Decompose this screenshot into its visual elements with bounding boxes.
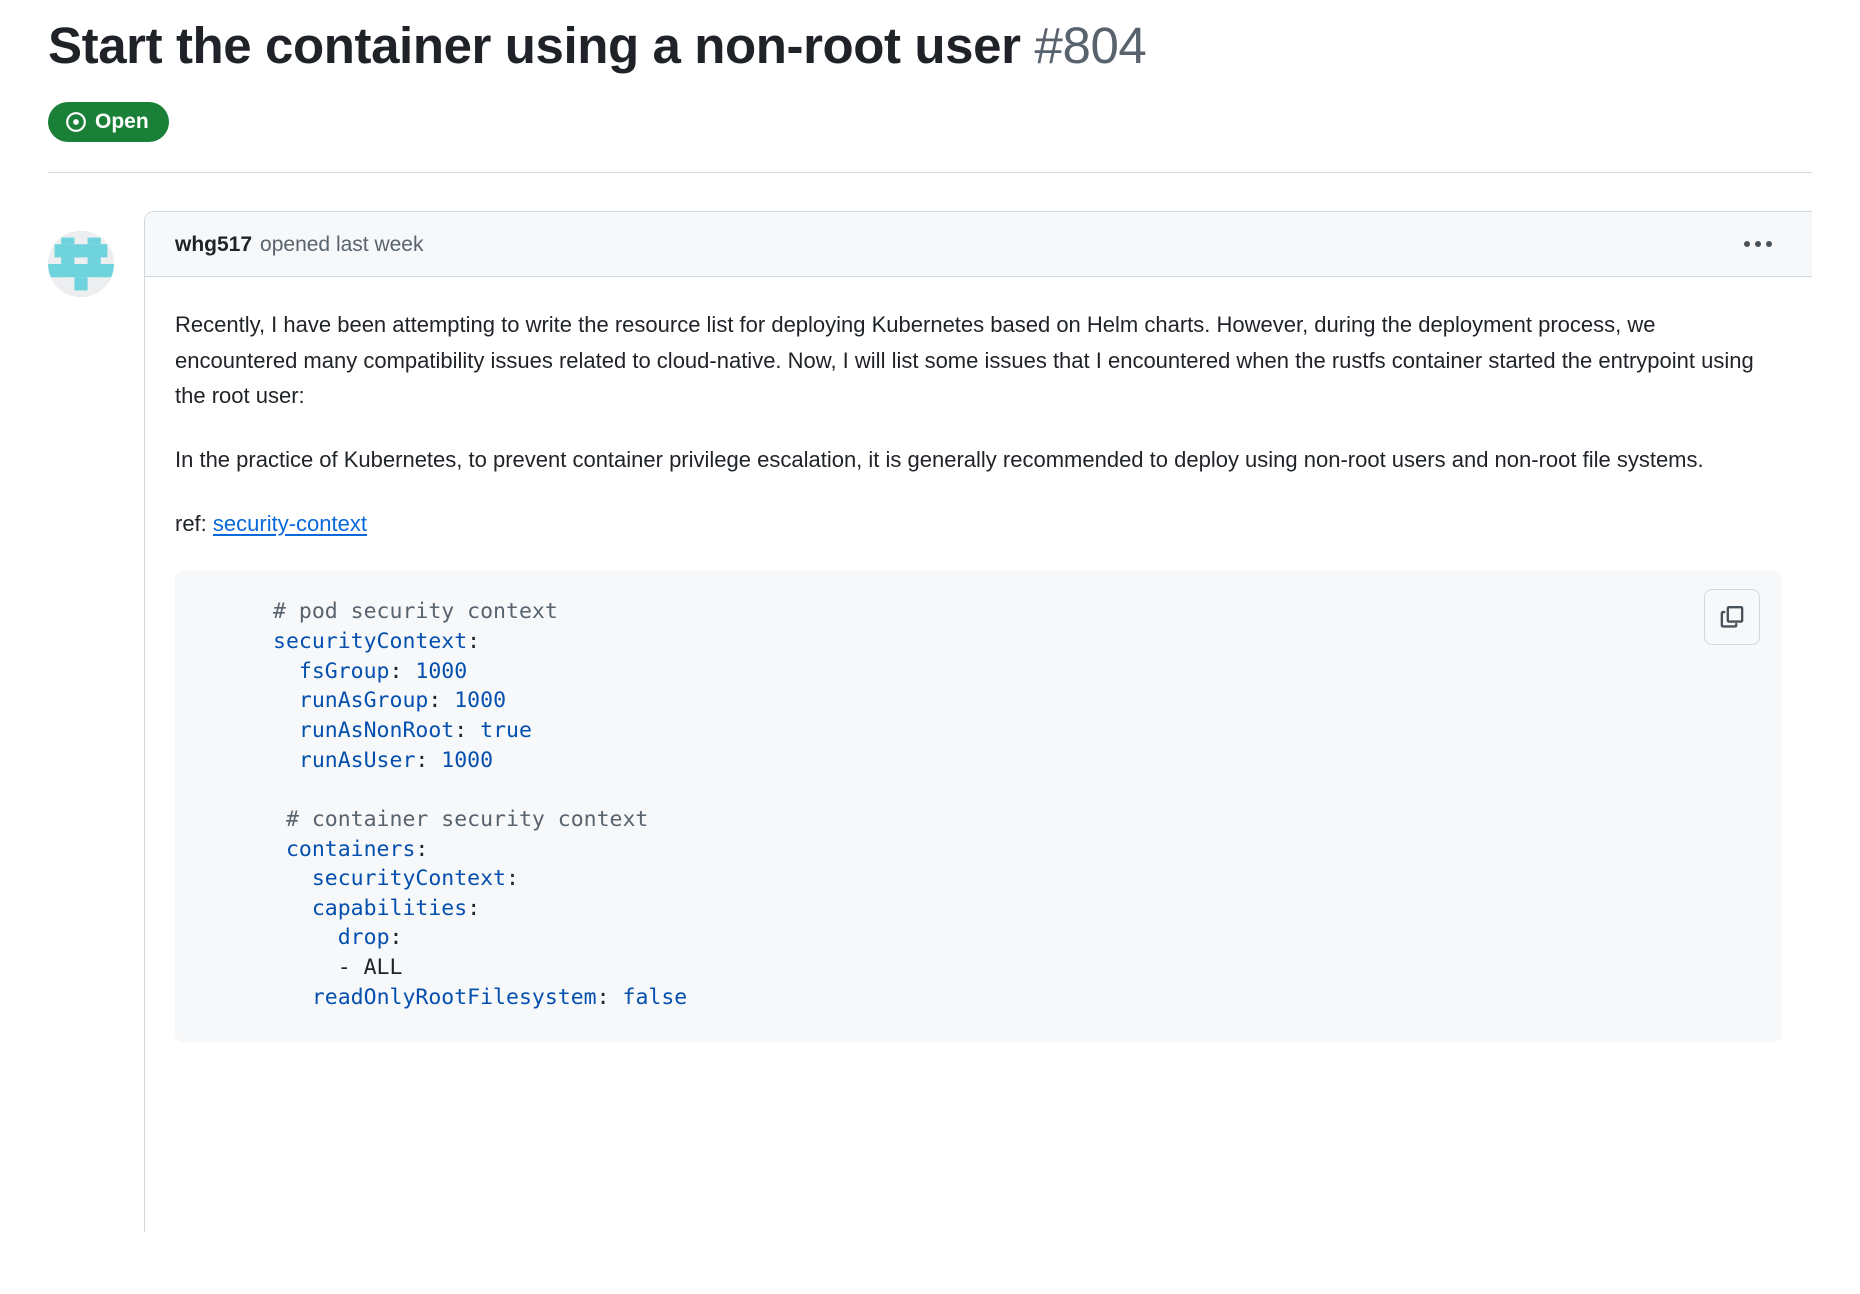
issue-title-row: Start the container using a non-root use… (48, 0, 1812, 78)
security-context-link[interactable]: security-context (212, 510, 367, 536)
comment-byline: whg517 opened last week (175, 230, 423, 259)
code-token: capabilities (311, 895, 468, 921)
comment-ref-line: ref: security-context (175, 506, 1782, 542)
kebab-horizontal-icon[interactable] (1734, 235, 1782, 253)
comment-card: whg517 opened last week Recently, I have … (144, 210, 1812, 1232)
code-token: : (506, 866, 519, 892)
comment-timestamp: opened last week (260, 232, 424, 256)
code-token: securityContext (311, 866, 507, 892)
code-token: 1000 (454, 688, 507, 714)
code-token (273, 688, 299, 713)
code-token: # container security context (273, 806, 649, 832)
code-token (273, 925, 338, 950)
comment-author[interactable]: whg517 (175, 232, 253, 256)
code-token: true (480, 717, 532, 743)
avatar[interactable] (48, 230, 114, 297)
code-token: 1000 (415, 658, 468, 684)
code-token: : (596, 984, 623, 1010)
issue-page: Start the container using a non-root use… (48, 0, 1812, 1232)
page-title: Start the container using a non-root use… (48, 17, 1021, 74)
code-token: : (389, 925, 403, 951)
code-token (273, 837, 286, 862)
copy-icon (1718, 603, 1746, 631)
code-token (273, 659, 299, 684)
issue-number: #804 (1034, 17, 1147, 74)
status-badge-open[interactable]: Open (48, 101, 169, 142)
code-token: : (415, 747, 442, 773)
code-token: : (389, 658, 416, 684)
code-token: runAsUser (298, 747, 416, 773)
comment-paragraph: In the practice of Kubernetes, to preven… (175, 447, 1704, 473)
code-token: drop (337, 925, 390, 951)
kebab-dot (1755, 241, 1761, 248)
code-content: # pod security context securityContext: … (203, 597, 1754, 1012)
kebab-dot (1744, 241, 1750, 248)
issue-opened-icon (65, 111, 87, 133)
code-token: : (467, 895, 481, 921)
comment-paragraph: Recently, I have been attempting to writ… (175, 312, 1754, 409)
code-token: fsGroup (298, 658, 390, 684)
comment-header: whg517 opened last week (145, 211, 1812, 278)
code-token: - ALL (273, 955, 403, 981)
code-token: # pod security context (273, 599, 558, 625)
comment-body: Recently, I have been attempting to writ… (145, 277, 1812, 1076)
code-token: readOnlyRootFilesystem (311, 984, 597, 1010)
identicon-avatar-icon (48, 230, 114, 297)
code-token (273, 985, 312, 1010)
code-token: containers (285, 836, 416, 862)
code-token: runAsGroup (298, 688, 429, 714)
code-token: runAsNonRoot (298, 717, 455, 743)
status-badge-label: Open (95, 110, 149, 134)
comment-container: whg517 opened last week Recently, I have … (144, 210, 1812, 1232)
code-token (273, 896, 312, 921)
code-token (273, 866, 312, 891)
ref-label: ref: (175, 510, 207, 536)
code-token: 1000 (441, 747, 494, 773)
code-token: : (467, 628, 481, 654)
issue-state-row: Open (48, 101, 1812, 142)
issue-timeline: whg517 opened last week Recently, I have … (48, 210, 1812, 1232)
copy-button[interactable] (1704, 589, 1760, 646)
code-token: false (622, 984, 688, 1010)
code-token: : (415, 836, 429, 862)
code-block: # pod security context securityContext: … (175, 571, 1782, 1043)
code-token: securityContext (273, 628, 468, 654)
code-token (273, 718, 299, 743)
code-token: : (428, 688, 455, 714)
header-divider (48, 171, 1812, 173)
code-token (273, 748, 299, 773)
kebab-dot (1766, 241, 1772, 248)
code-token: : (454, 717, 481, 743)
